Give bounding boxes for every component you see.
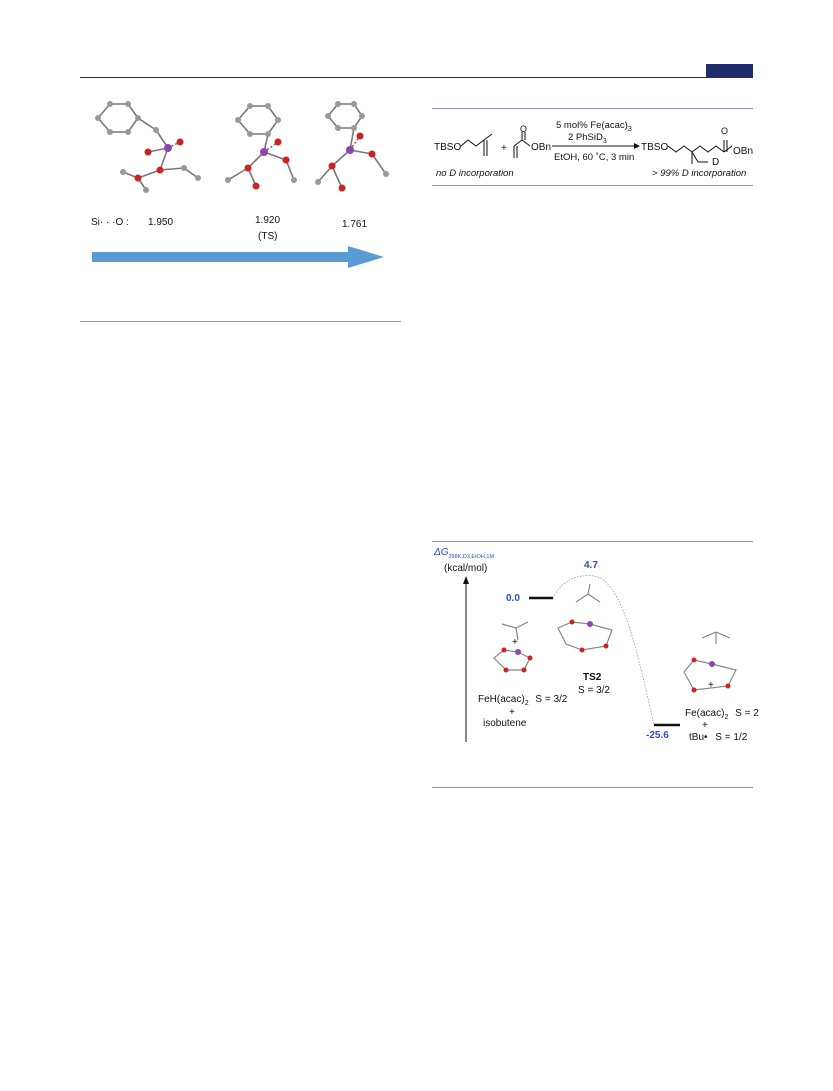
product-plus-top-text: + xyxy=(708,680,714,691)
ylabel-units: (kcal/mol) xyxy=(444,563,488,574)
reactant-2-skeleton xyxy=(513,132,531,158)
ts2-spin: S = 3/2 xyxy=(578,685,610,696)
conditions-reagent: 2 PhSiD3 xyxy=(568,132,607,145)
product-plus: + xyxy=(702,720,708,731)
si-o-row-label: Si· · ·O : xyxy=(91,217,129,228)
ylabel-symbol: ΔG xyxy=(434,547,449,558)
note-d-incorporation: > 99% D incorporation xyxy=(652,168,747,179)
energy-bottom-rule xyxy=(432,787,753,788)
reactant-plus-top-text: + xyxy=(512,637,518,648)
note-no-d: no D incorporation xyxy=(436,168,514,179)
reactant-spin: S = 3/2 xyxy=(535,694,568,705)
molecule-structures-figure xyxy=(88,90,398,208)
product-spin-2: S = 1/2 xyxy=(715,732,748,743)
energy-axis-arrowhead xyxy=(463,576,469,584)
product-spin: S = 2 xyxy=(735,708,759,719)
distance-3: 1.761 xyxy=(342,219,368,230)
reactant-name: FeH(acac)2 S = 3/2 xyxy=(478,694,567,707)
product-skeleton xyxy=(667,140,733,164)
product-o: O xyxy=(721,126,729,136)
reactant-1-skeleton xyxy=(460,133,493,156)
scheme-top-rule xyxy=(432,108,753,109)
conditions-catalyst: 5 mol% Fe(acac)3 xyxy=(556,120,632,133)
plus-sign: + xyxy=(501,143,507,154)
product-name-2: tBu• S = 1/2 xyxy=(689,732,747,743)
left-figure-bottom-rule xyxy=(80,321,401,322)
reactant-name-text: FeH(acac) xyxy=(478,694,525,705)
reaction-scheme xyxy=(460,132,733,164)
catalyst-subscript: 3 xyxy=(627,125,632,133)
reagent-subscript: 3 xyxy=(602,137,607,145)
molecule-3d-structures xyxy=(95,101,389,193)
product-left-label: TBSO xyxy=(641,142,669,153)
product-name-2-text: tBu• xyxy=(689,732,708,743)
reaction-path xyxy=(552,575,655,726)
catalyst-text: 5 mol% Fe(acac) xyxy=(556,120,628,131)
ylabel-delta-g: ΔG298K,D3,EtOH,1M xyxy=(434,547,494,560)
ts-molecules xyxy=(557,583,613,653)
energy-top-rule xyxy=(432,541,753,542)
reactant-plus: + xyxy=(509,707,515,718)
energy-value-ts: 4.7 xyxy=(584,560,598,571)
product-right-label: OBn xyxy=(733,146,754,157)
product-name: Fe(acac)2 S = 2 xyxy=(685,708,759,721)
structure-1-atoms xyxy=(95,101,201,193)
reagent-text: 2 PhSiD xyxy=(568,132,603,143)
reactant-name-subscript: 2 xyxy=(524,700,529,707)
progress-arrow xyxy=(92,246,384,268)
reactant-plus-top: + xyxy=(512,637,518,648)
ts2-name: TS2 xyxy=(583,672,602,683)
distance-2: 1.920 xyxy=(255,215,281,226)
product-plus-top: + xyxy=(708,680,714,691)
reactant-molecules xyxy=(493,621,533,673)
product-name-text: Fe(acac) xyxy=(685,708,725,719)
scheme-bottom-rule xyxy=(432,185,753,186)
reactant-2-o: O xyxy=(520,124,528,134)
reaction-arrowhead xyxy=(634,143,640,149)
distance-1: 1.950 xyxy=(148,217,174,228)
header-accent-block xyxy=(706,64,753,78)
reactant-name-2: isobutene xyxy=(483,718,527,729)
structure-3-atoms xyxy=(315,101,389,192)
energy-profile xyxy=(463,575,737,742)
deuterium-label: D xyxy=(712,157,720,168)
structure-1 xyxy=(96,103,199,191)
ylabel-subscript: 298K,D3,EtOH,1M xyxy=(448,554,495,560)
reactant-1-label: TBSO xyxy=(434,142,462,153)
conditions-solvent: EtOH, 60 ˚C, 3 min xyxy=(554,152,635,163)
product-name-subscript: 2 xyxy=(724,714,729,721)
energy-value-reactant: 0.0 xyxy=(506,593,520,604)
energy-value-product: -25.6 xyxy=(646,730,669,741)
ts-label: (TS) xyxy=(258,231,278,242)
structure-2-atoms xyxy=(225,103,297,190)
product-molecules xyxy=(683,631,737,693)
reactant-2-label: OBn xyxy=(531,142,552,153)
header-rule xyxy=(80,77,753,78)
